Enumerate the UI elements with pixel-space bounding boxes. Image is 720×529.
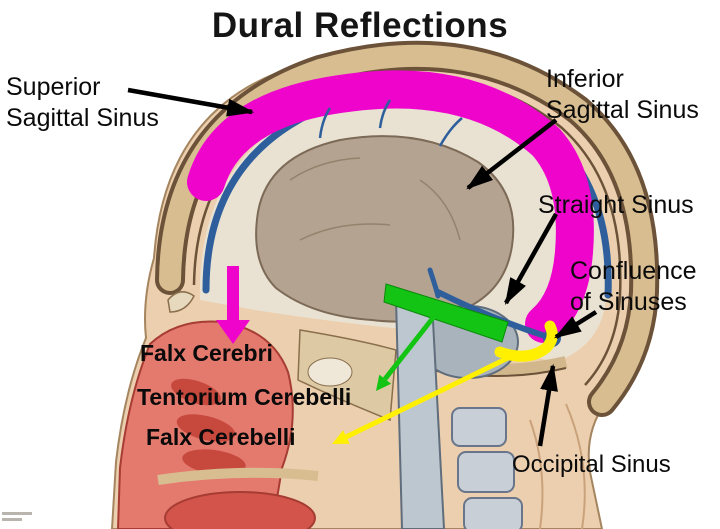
nasal-concha-2	[176, 414, 236, 442]
bridging-vein-1	[318, 107, 332, 139]
sphenoid-sinus	[307, 357, 353, 387]
brain-gyri-2	[299, 223, 391, 241]
label-falx-cerebelli: Falx Cerebelli	[146, 424, 296, 450]
watermark-smudge	[2, 512, 36, 524]
tongue	[164, 491, 316, 529]
label-tentorium-cerebelli: Tentorium Cerebelli	[137, 384, 352, 410]
tentorium-pointer-head	[376, 374, 392, 391]
vertebra-1	[451, 407, 507, 447]
inferior-sagittal-sinus-arrow	[466, 118, 558, 190]
falx-cerebelli-highlight	[494, 320, 558, 362]
label-falx-cerebri: Falx Cerebri	[140, 340, 273, 366]
straight-sinus-vessel	[435, 289, 548, 339]
falx-cerebelli-pointer-line	[344, 353, 514, 440]
confluence-arrow	[554, 310, 598, 339]
superior-sagittal-sinus-arrow	[127, 87, 255, 117]
bridging-vein-3	[438, 117, 463, 147]
label-superior-sagittal-sinus: Superior Sagittal Sinus	[6, 73, 159, 133]
occipital-sinus-arrow	[537, 363, 558, 447]
page-title: Dural Reflections	[211, 6, 509, 45]
vertebra-3	[463, 497, 523, 529]
nasal-concha-1	[171, 378, 221, 406]
straight-sinus-arrow	[504, 212, 558, 305]
neck-muscle-2	[565, 403, 586, 529]
bridging-vein-2	[378, 99, 392, 129]
tentorium-highlight	[383, 283, 509, 343]
label-inferior-sagittal-sinus: Inferior Sagittal Sinus	[546, 65, 699, 125]
hard-palate	[157, 467, 319, 485]
tentorium-pointer-line	[383, 312, 438, 381]
falx-cerebri-pointer-arrow	[216, 266, 250, 344]
label-confluence-of-sinuses: Confluence of Sinuses	[570, 257, 697, 317]
label-straight-sinus: Straight Sinus	[538, 191, 694, 219]
neck-muscle-1	[529, 419, 544, 529]
label-occipital-sinus: Occipital Sinus	[512, 451, 671, 478]
falx-cerebelli-pointer-head	[332, 430, 350, 444]
brain-gyri-1	[289, 157, 361, 181]
brain	[255, 135, 515, 323]
falx-cerebri-highlight	[187, 70, 594, 343]
brain-gyri-3	[419, 179, 461, 241]
vertebra-2	[457, 451, 515, 493]
frontal-sinus	[167, 291, 195, 313]
